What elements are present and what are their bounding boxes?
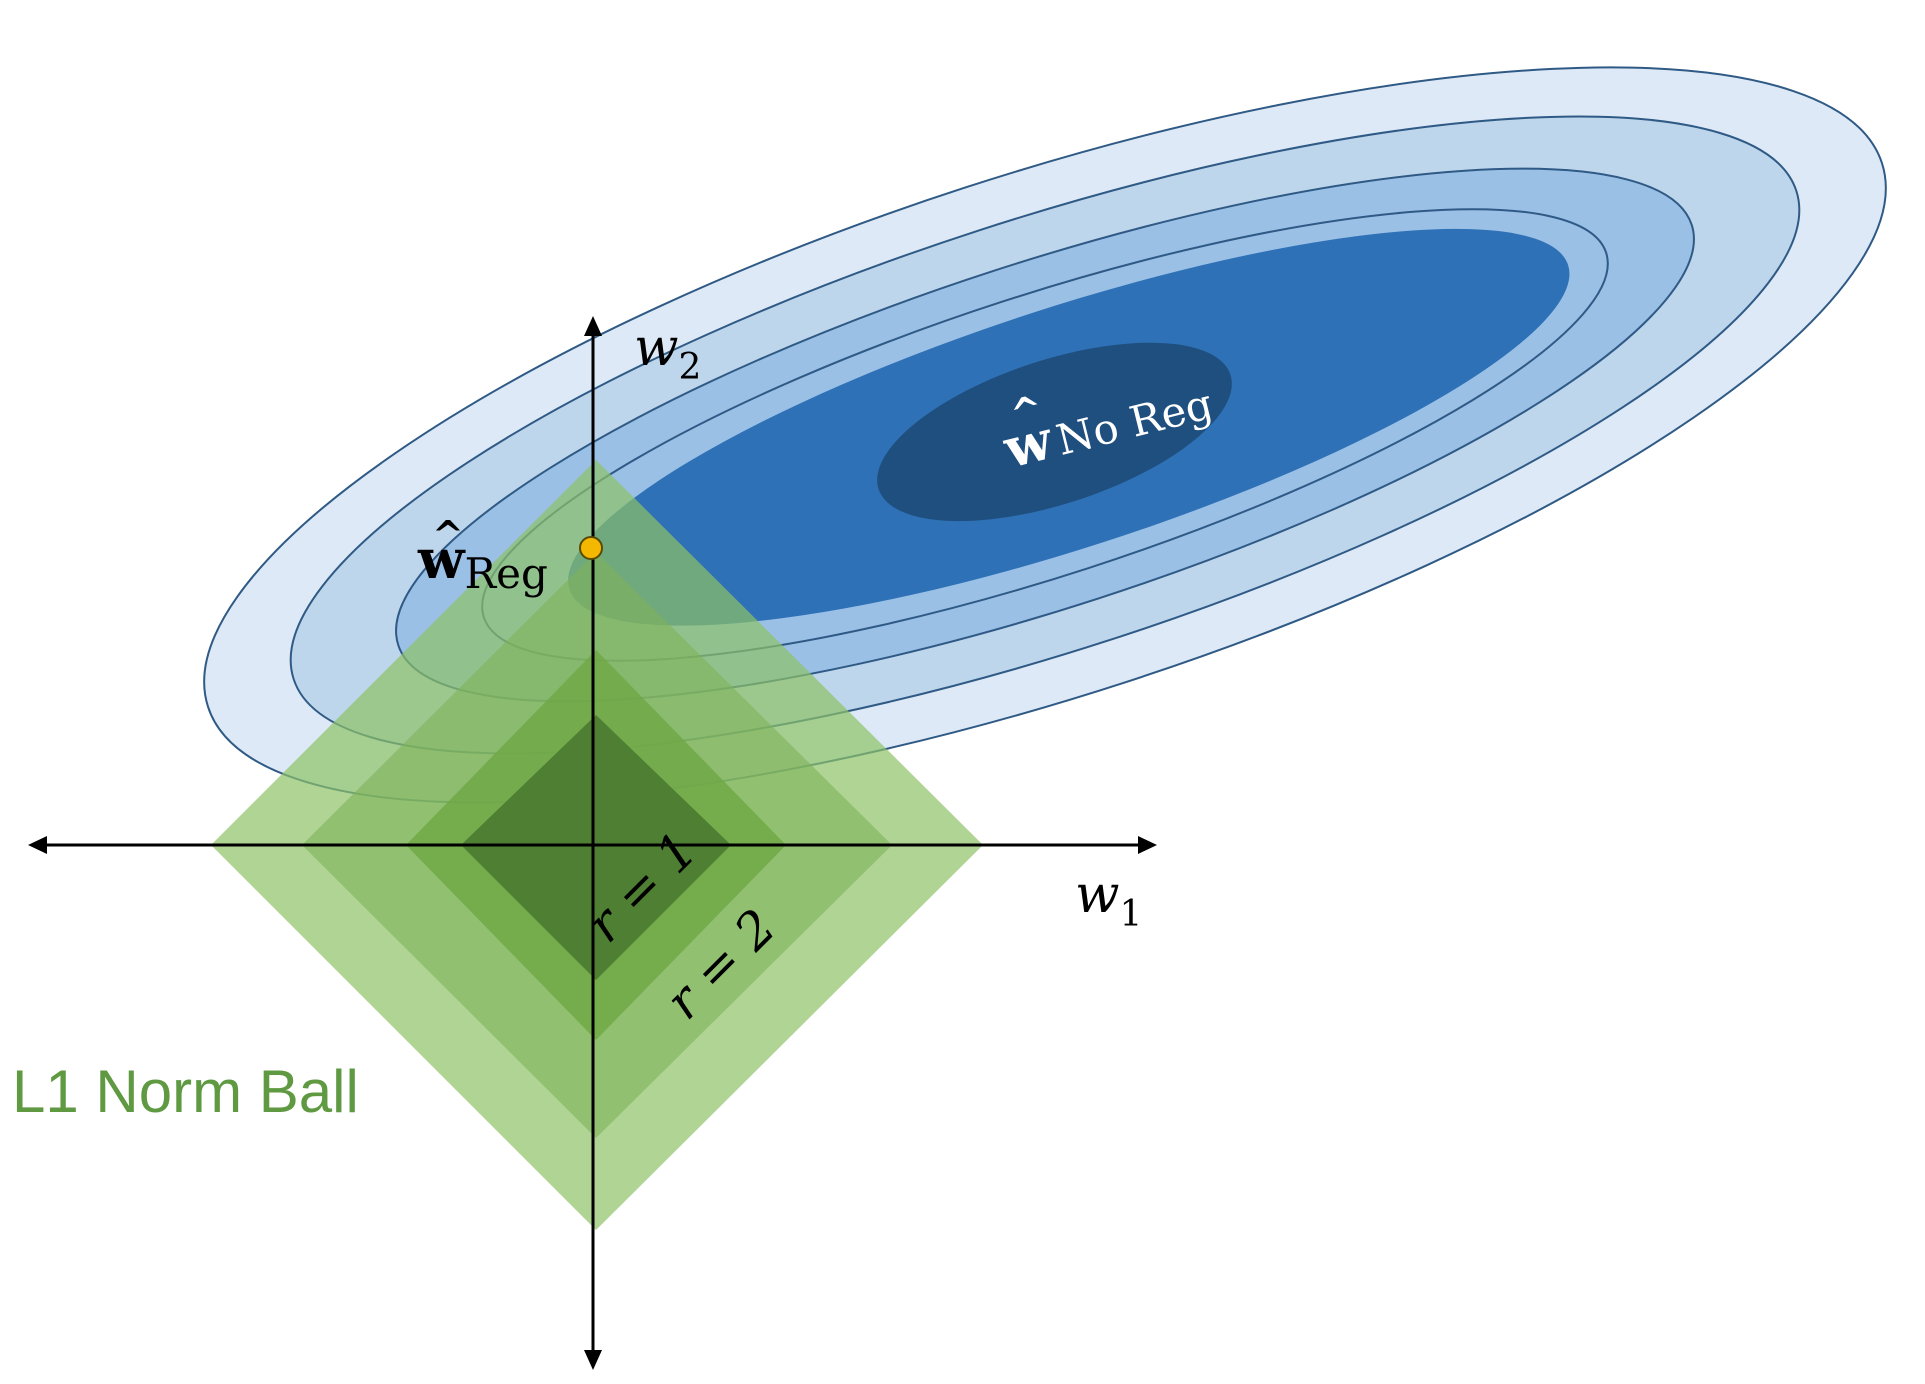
contour-ellipse-core bbox=[877, 342, 1232, 522]
w-reg-text: wReg bbox=[417, 527, 548, 598]
w2-axis-arrow-up bbox=[584, 316, 602, 336]
w-reg-hat: ^ bbox=[432, 512, 464, 557]
axes bbox=[28, 316, 1157, 1370]
w-reg-point bbox=[579, 536, 603, 560]
w1-axis-arrow-right bbox=[1138, 836, 1157, 854]
l1-ball-r1 bbox=[461, 715, 731, 980]
w-reg-label: ^ wReg bbox=[417, 512, 548, 598]
w1-axis-arrow-left bbox=[28, 836, 47, 854]
contour-ellipse-inner-fill bbox=[568, 228, 1570, 626]
w2-axis-arrow-down bbox=[584, 1350, 602, 1370]
w1-axis-label: w1 bbox=[1075, 865, 1142, 935]
w2-axis-label: w2 bbox=[634, 318, 701, 388]
l1-norm-ball-caption: L1 Norm Ball bbox=[12, 1058, 359, 1125]
